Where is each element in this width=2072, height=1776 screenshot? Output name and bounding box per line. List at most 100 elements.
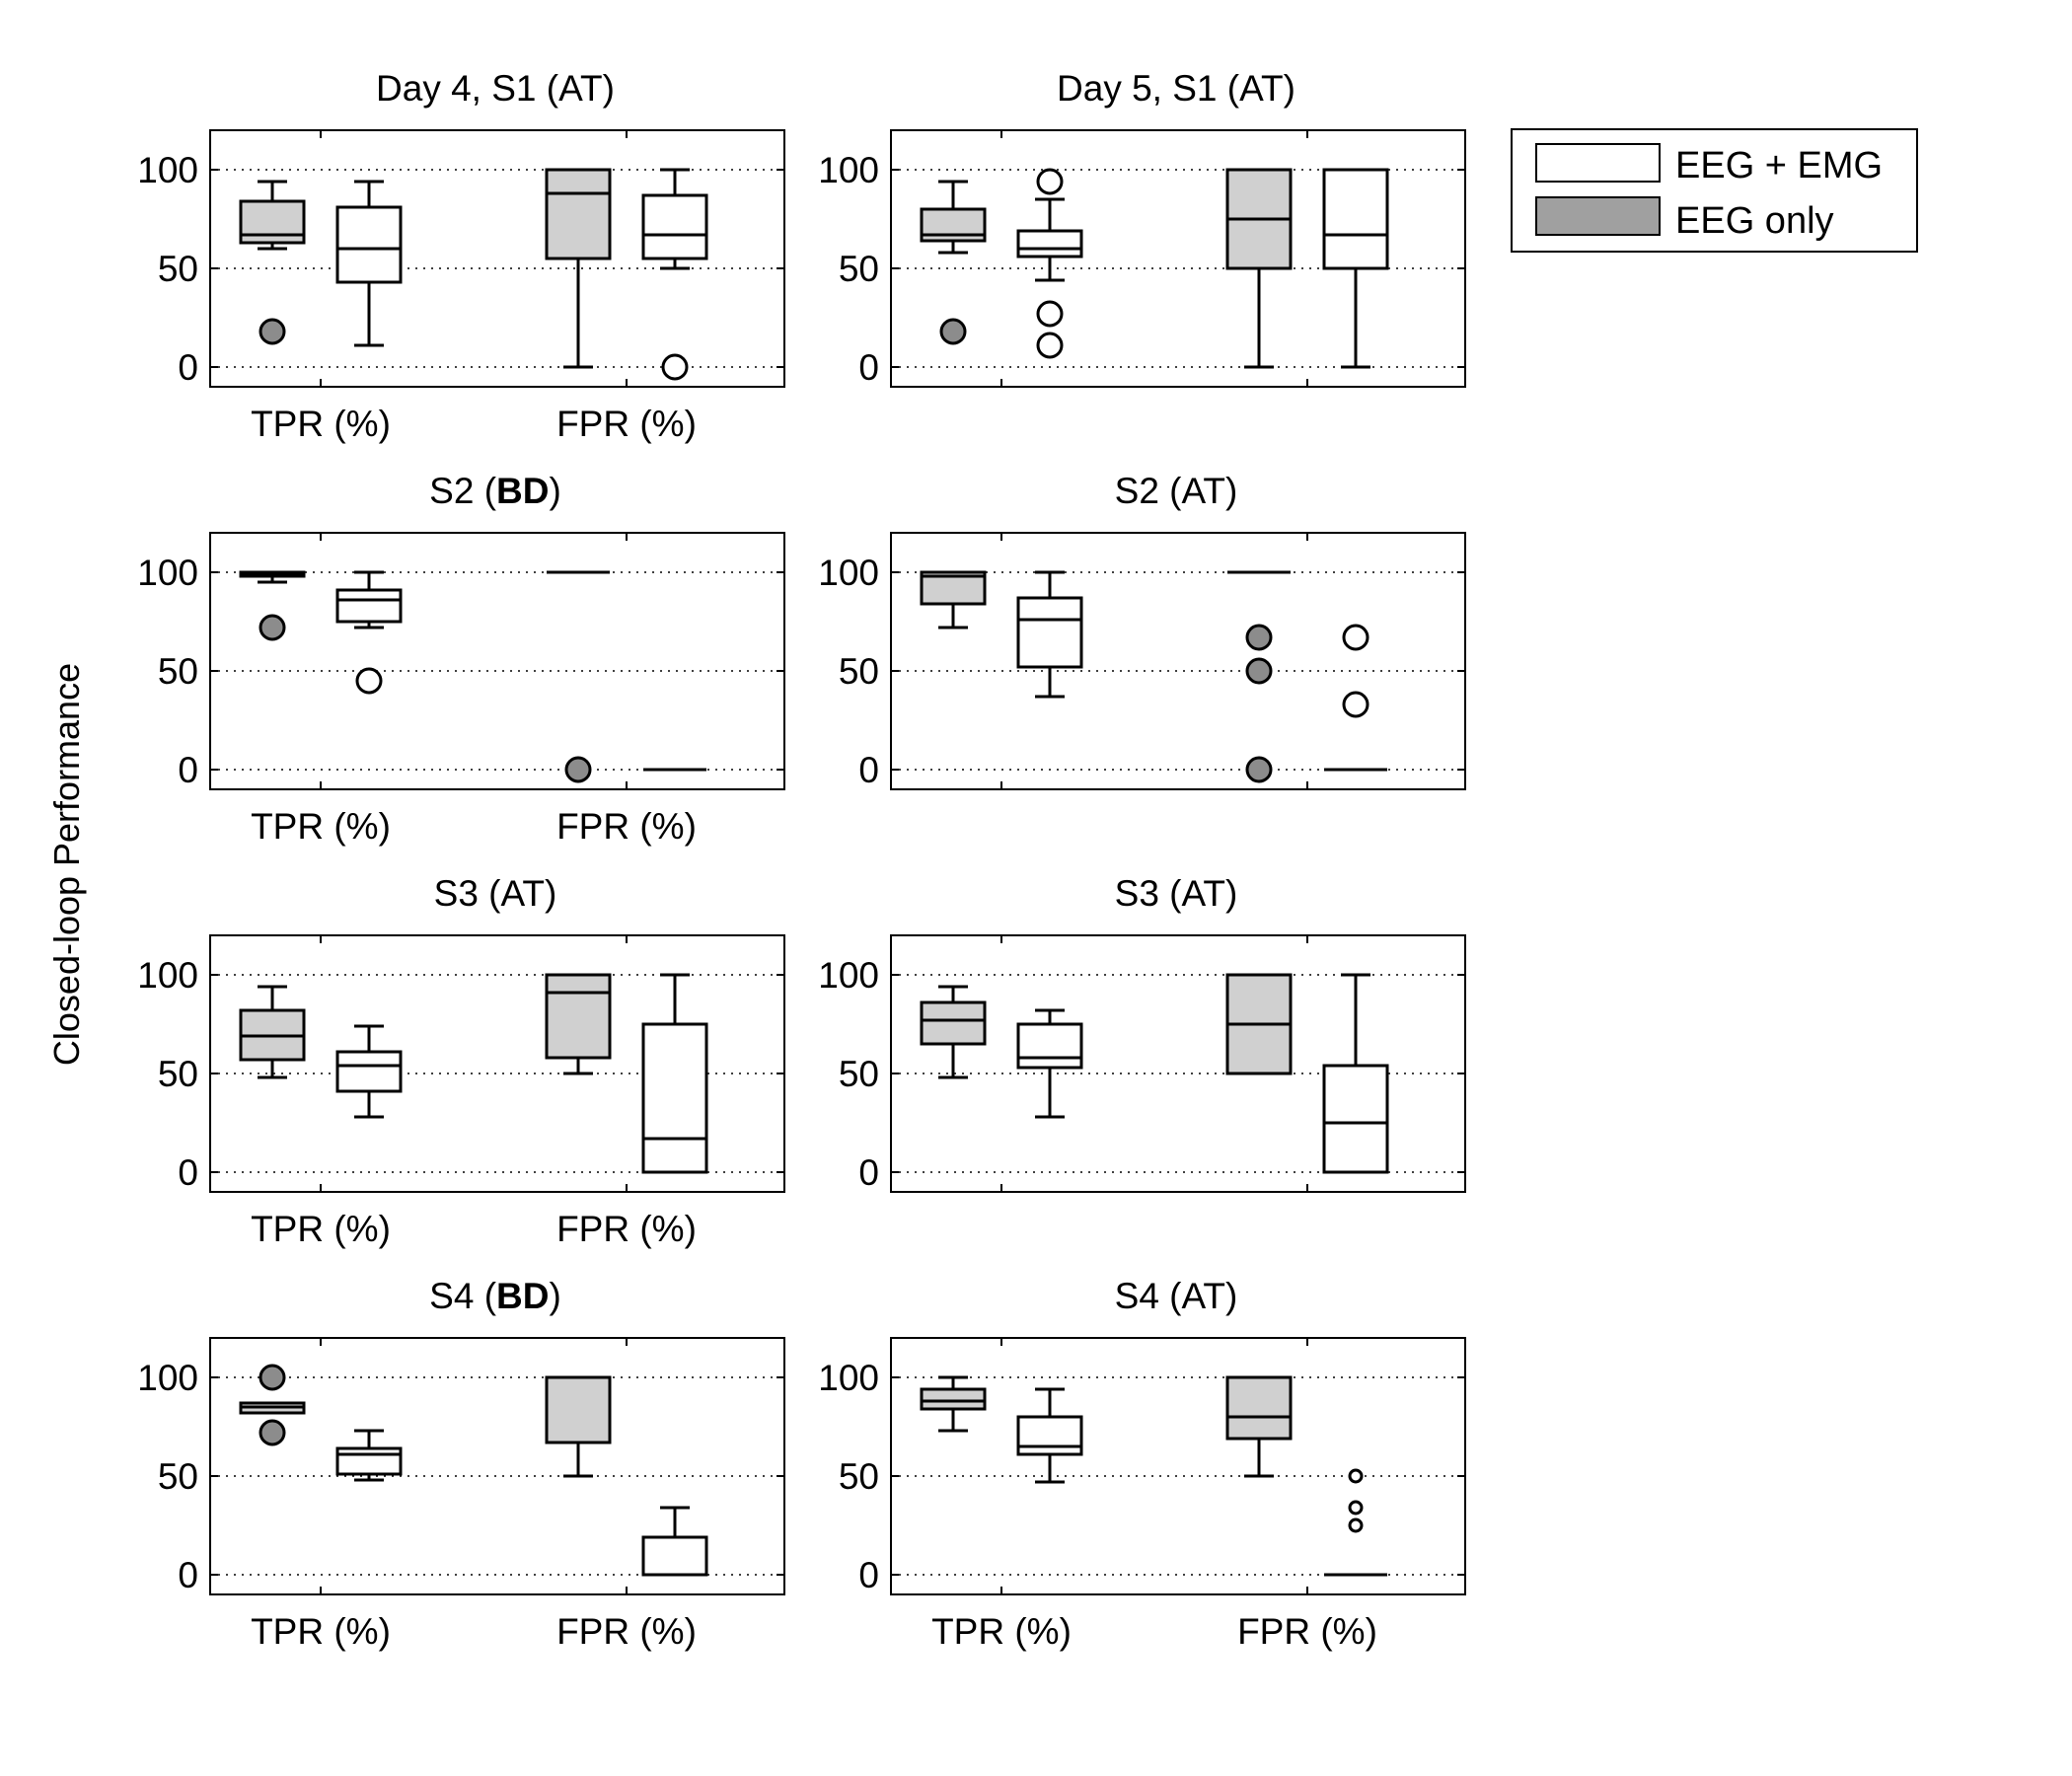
- box-eeg-emg: [1016, 1387, 1083, 1484]
- panel-title-part: BD: [496, 471, 549, 511]
- box-iqr: [1322, 1064, 1389, 1174]
- outlier-point: [1036, 332, 1064, 359]
- panel-title: Day 5, S1 (AT): [1057, 68, 1295, 109]
- x-tick-label: TPR (%): [251, 806, 391, 847]
- outlier-point: [1245, 756, 1273, 783]
- panel-title-part: ): [549, 1276, 560, 1316]
- box-eeg-only: [1225, 1375, 1293, 1478]
- box-eeg-emg: [1324, 1468, 1387, 1577]
- box-iqr: [1016, 596, 1083, 669]
- box-eeg-emg: [641, 1506, 708, 1577]
- panel-title-part: S2 (AT): [1115, 471, 1238, 511]
- outlier-point: [1245, 624, 1273, 651]
- y-tick-label: 50: [158, 1456, 198, 1497]
- y-tick-label: 50: [158, 651, 198, 692]
- y-tick-label: 50: [158, 249, 198, 289]
- box-eeg-emg: [1324, 624, 1387, 772]
- y-tick-label: 100: [137, 553, 198, 593]
- box-eeg-emg: [641, 973, 708, 1174]
- box-eeg-only: [920, 985, 987, 1079]
- box-iqr: [1322, 168, 1389, 270]
- y-tick-label: 0: [178, 1555, 198, 1595]
- box-iqr: [545, 973, 612, 1060]
- box-iqr: [1016, 229, 1083, 259]
- box-eeg-emg: [335, 1429, 403, 1482]
- x-tick-label: FPR (%): [556, 404, 697, 444]
- panel-title-part: S4 (: [429, 1276, 497, 1316]
- panel-title: S4 (AT): [1115, 1276, 1238, 1316]
- outlier-point: [259, 1364, 286, 1391]
- y-tick-label: 0: [858, 750, 879, 790]
- box-iqr: [641, 1535, 708, 1577]
- box-iqr: [641, 1022, 708, 1174]
- panel-title-part: ): [549, 471, 560, 511]
- outlier-point: [1342, 691, 1369, 718]
- x-tick-label: TPR (%): [931, 1611, 1072, 1652]
- box-eeg-emg: [1322, 168, 1389, 369]
- box-iqr: [1016, 1022, 1083, 1070]
- outlier-point: [259, 318, 286, 345]
- box-eeg-only: [547, 570, 610, 783]
- outlier-point: [1245, 657, 1273, 685]
- outlier-point: [1036, 168, 1064, 195]
- outlier-point: [661, 353, 689, 381]
- panel-title: S2 (AT): [1115, 471, 1238, 511]
- plot-area: [890, 1337, 1466, 1595]
- y-tick-label: 0: [178, 750, 198, 790]
- outlier-point: [259, 614, 286, 641]
- box-eeg-emg: [1322, 973, 1389, 1174]
- y-tick-label: 100: [818, 1358, 879, 1398]
- panel-title-part: Day 4, S1 (AT): [376, 68, 615, 109]
- box-iqr: [545, 168, 612, 260]
- box-eeg-only: [920, 570, 987, 629]
- outlier-point: [355, 667, 383, 695]
- box-iqr: [239, 199, 306, 245]
- outlier-point: [1342, 624, 1369, 651]
- box-eeg-only: [1225, 168, 1293, 369]
- y-tick-label: 0: [858, 347, 879, 388]
- box-eeg-only: [239, 570, 306, 641]
- panel-title-part: Day 5, S1 (AT): [1057, 68, 1295, 109]
- box-eeg-emg: [1016, 168, 1083, 359]
- plot-area: [209, 532, 785, 790]
- box-iqr: [641, 193, 708, 260]
- panel-title: S3 (AT): [434, 873, 557, 914]
- outlier-point: [939, 318, 967, 345]
- x-tick-label: TPR (%): [251, 1611, 391, 1652]
- y-tick-label: 0: [858, 1152, 879, 1193]
- box-iqr: [920, 1000, 987, 1046]
- box-eeg-emg: [335, 1024, 403, 1119]
- legend-swatch-eeg-emg: [1535, 143, 1661, 183]
- box-iqr: [335, 588, 403, 624]
- box-eeg-only: [1227, 570, 1291, 783]
- box-iqr: [920, 1387, 987, 1411]
- y-tick-label: 100: [137, 1358, 198, 1398]
- box-eeg-emg: [335, 180, 403, 347]
- y-tick-label: 50: [839, 1456, 879, 1497]
- x-tick-label: FPR (%): [1237, 1611, 1377, 1652]
- box-eeg-emg: [1016, 1008, 1083, 1119]
- box-eeg-emg: [641, 168, 708, 381]
- box-eeg-only: [920, 180, 987, 345]
- box-eeg-only: [239, 1364, 306, 1446]
- y-tick-label: 0: [178, 347, 198, 388]
- figure-ylabel: Closed-loop Performance: [46, 663, 87, 1066]
- box-iqr: [1225, 1375, 1293, 1441]
- box-iqr: [545, 1375, 612, 1444]
- panel-title: S4 (BD): [429, 1276, 561, 1316]
- box-eeg-only: [239, 985, 306, 1079]
- x-tick-label: TPR (%): [251, 1209, 391, 1249]
- box-iqr: [1016, 1415, 1083, 1456]
- box-eeg-emg: [335, 570, 403, 695]
- panel-title: Day 4, S1 (AT): [376, 68, 615, 109]
- box-eeg-only: [545, 973, 612, 1075]
- legend: EEG + EMG EEG only: [1511, 128, 1918, 253]
- y-tick-label: 100: [818, 955, 879, 996]
- panel-title: S2 (BD): [429, 471, 561, 511]
